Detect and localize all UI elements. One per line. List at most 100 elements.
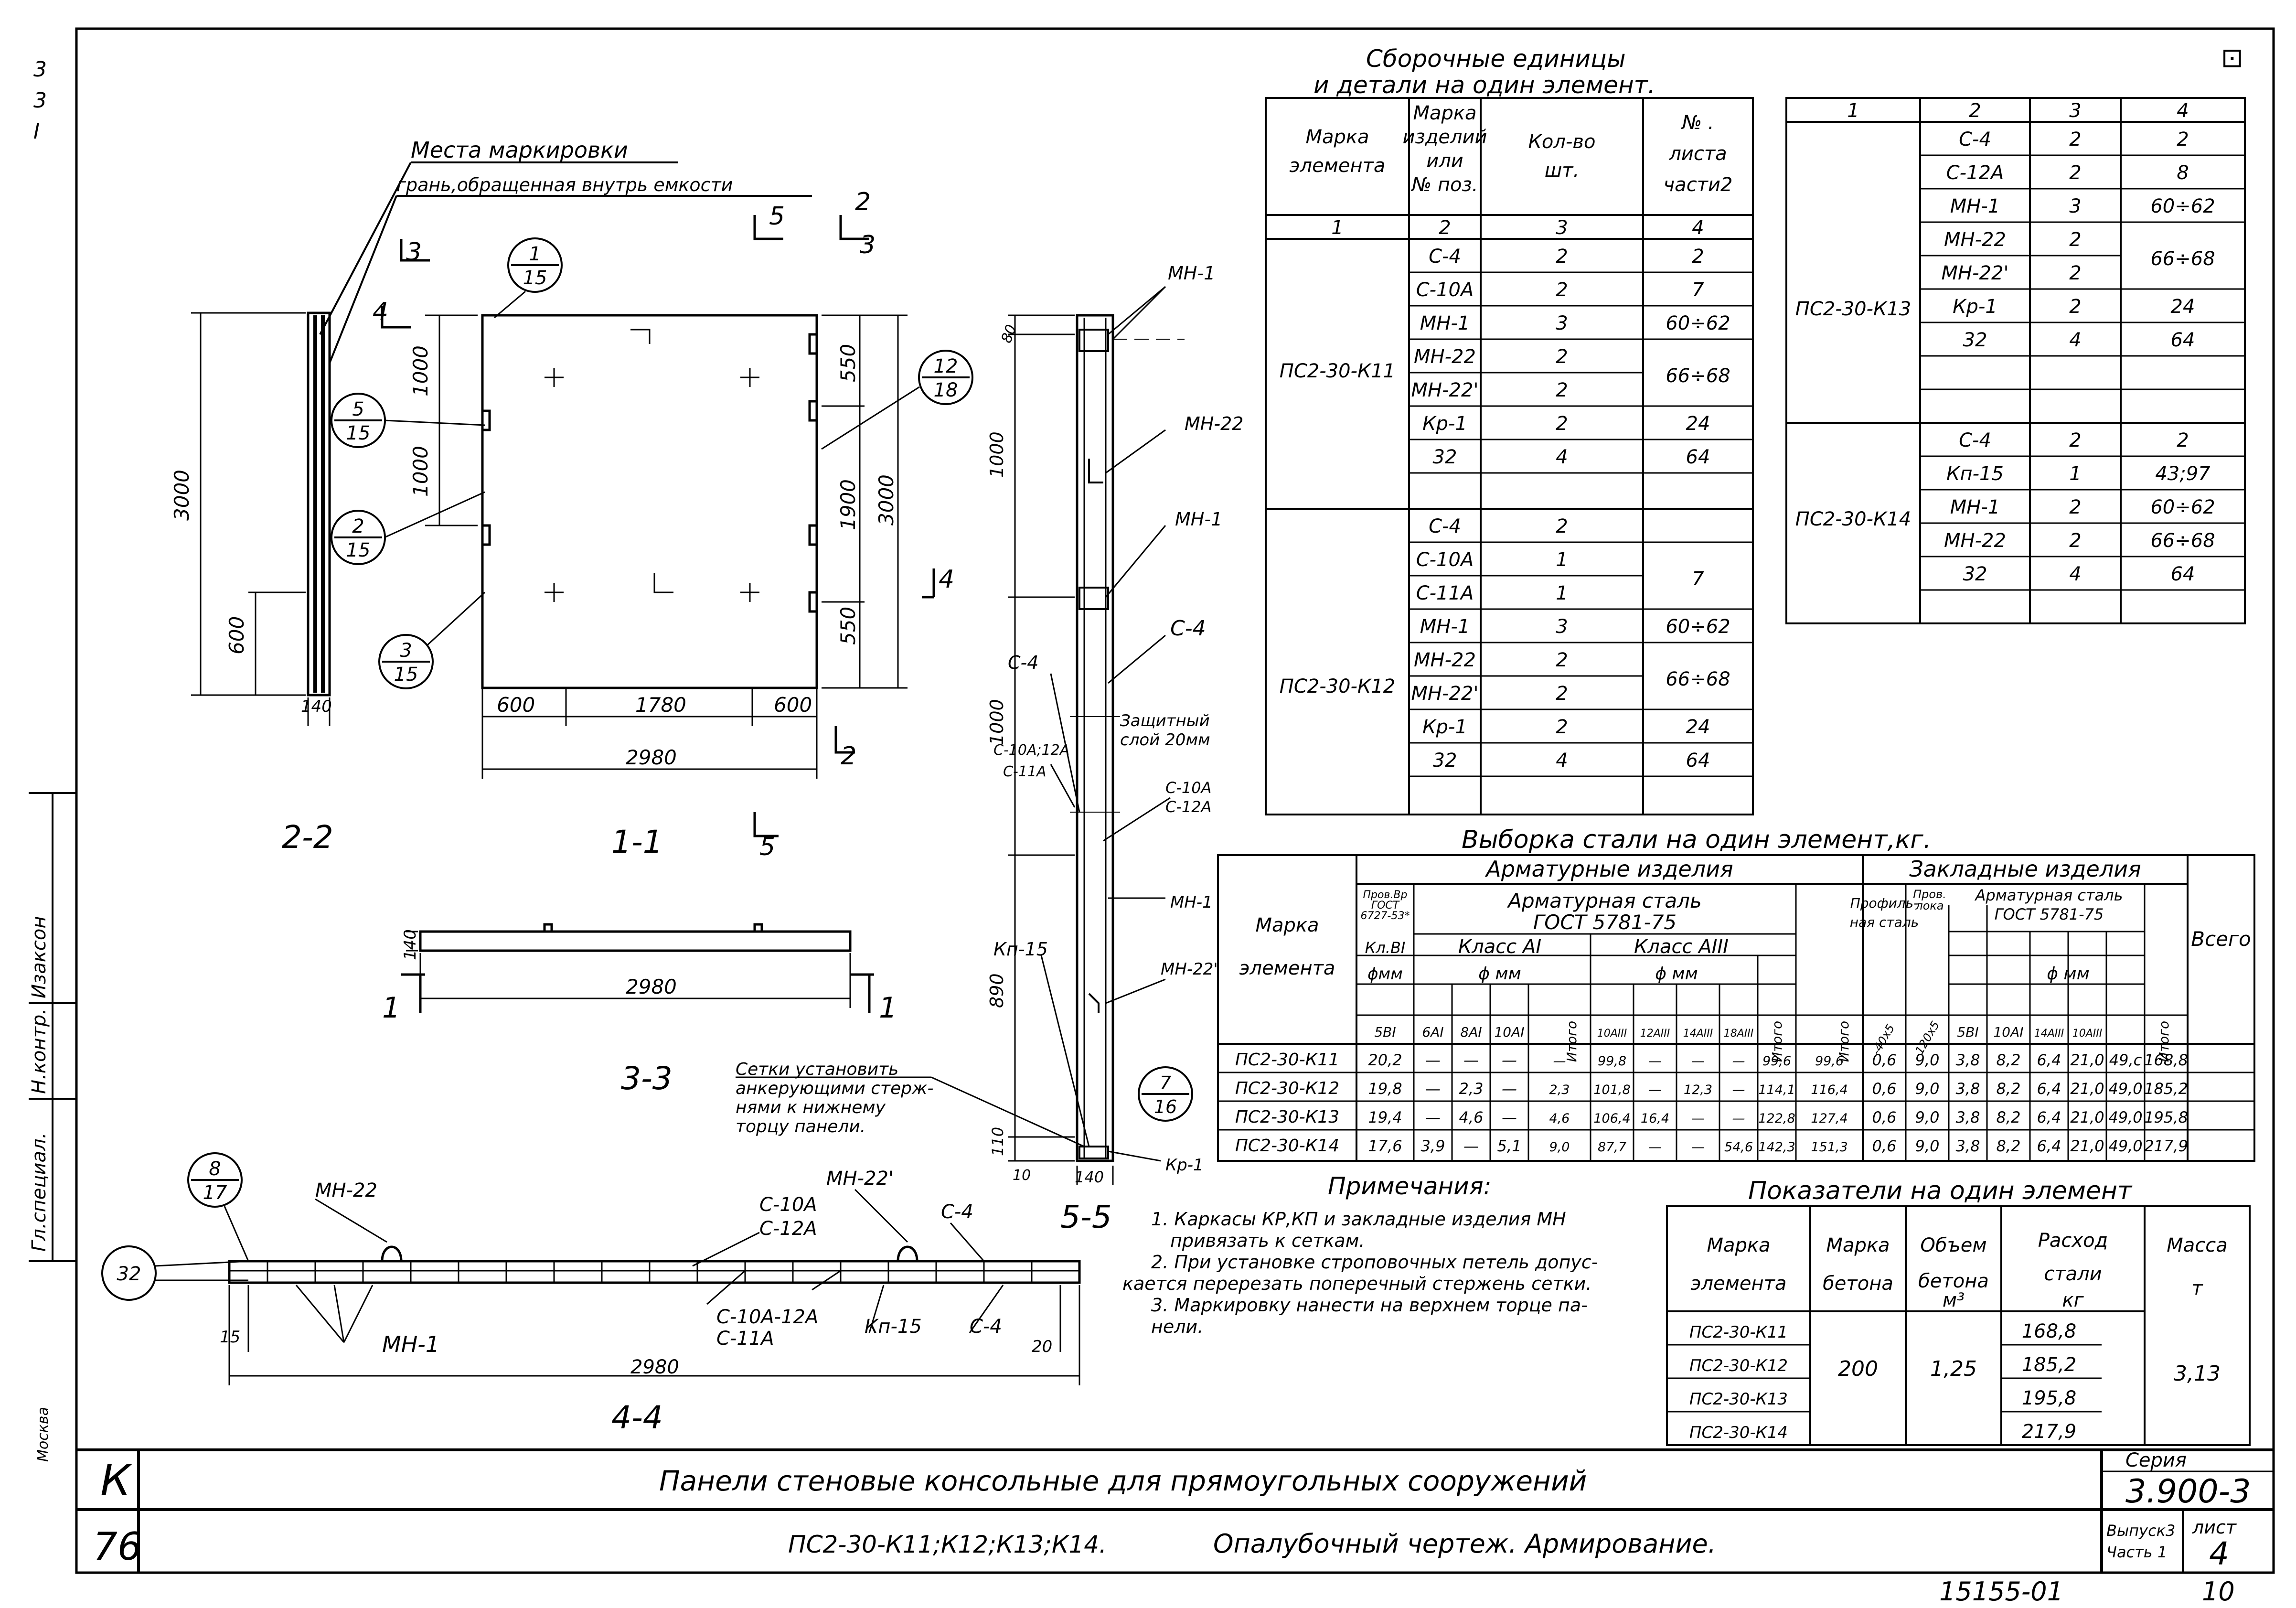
steel-h-itogo-2: Итого	[1769, 1021, 1785, 1062]
steel-cell: 5,1	[1497, 1137, 1522, 1155]
steel-cell: —	[1502, 1108, 1517, 1126]
label-4-4-s10a12a: С-10А-12А	[716, 1306, 818, 1328]
a3-r4-sheet: 66÷68	[2150, 248, 2215, 270]
steel-sub-13: 14AIII	[2034, 1028, 2064, 1040]
steel-h-armatura: Арматурные изделия	[1484, 856, 1733, 882]
a2-r1-qty: 2	[1556, 515, 1568, 537]
notes-title: Примечания:	[1328, 1172, 1492, 1200]
a4-r5-sheet: 64	[2171, 563, 2195, 585]
steel-cell: 49,с	[2109, 1051, 2142, 1069]
dim-2-2-140: 140	[301, 697, 332, 716]
assembly-table-2	[1785, 97, 2246, 624]
a3-r7-item: 32	[1963, 329, 1987, 351]
a3-r1-item: С-4	[1959, 129, 1991, 150]
label-4-4-s10a: С-10А	[759, 1194, 817, 1216]
steel-h-class-aiii: Класс АIII	[1634, 936, 1729, 958]
mesh-note-2: анкерующими стерж-	[736, 1079, 933, 1098]
steel-h-itogo-3: Итого	[1836, 1021, 1852, 1062]
steel-cell: —	[1463, 1137, 1479, 1155]
view-label-2-2: 2-2	[282, 819, 333, 856]
a3-r2-item: С-12А	[1946, 162, 2004, 184]
label-5-5-s4b: С-4	[1008, 652, 1038, 673]
ind-mark-4: ПС2-30-К14	[1689, 1423, 1788, 1442]
assembly-mark-k11: ПС2-30-К11	[1280, 360, 1396, 382]
a1-r7-item: 32	[1433, 446, 1457, 468]
a2-r5-sheet: 66÷68	[1666, 668, 1730, 690]
a2-r3-item: С-11А	[1416, 582, 1474, 604]
cut-label-3b: 3	[860, 231, 876, 259]
assembly-num-3: 3	[1556, 217, 1568, 239]
cut-label-1a: 1	[382, 991, 400, 1025]
steel-cell: 0,6	[1872, 1051, 1897, 1069]
steel-cell: 99,6	[1815, 1054, 1844, 1069]
a2-r8-qty: 4	[1556, 750, 1568, 772]
assembly-table-1	[1265, 97, 1754, 815]
a2-r7-item: Кр-1	[1422, 716, 1467, 738]
callout-2-top: 2	[352, 515, 364, 537]
label-5-5-mn1b: МН-1	[1175, 509, 1222, 530]
steel-cell: 127,4	[1811, 1111, 1847, 1126]
cut-label-5a: 5	[769, 202, 785, 231]
steel-cell: 17,6	[1368, 1137, 1402, 1155]
a2-r4-qty: 3	[1556, 616, 1568, 638]
marking-leader	[319, 161, 812, 364]
view-5-5	[1008, 286, 1185, 1185]
steel-cell: 9,0	[1915, 1108, 1940, 1126]
assembly-num-1: 1	[1331, 217, 1343, 239]
corner-stamp-icon: ⊡	[2221, 43, 2243, 74]
steel-cell: 8,2	[1997, 1051, 2021, 1069]
dim-2-2-3000: 3000	[170, 470, 193, 521]
tb-part: Часть 1	[2106, 1543, 2167, 1561]
callout-32	[101, 1245, 157, 1301]
tb-title-1: Панели стеновые консольные для прямоугол…	[659, 1465, 1587, 1497]
label-5-5-s11a: С-11А	[1003, 763, 1046, 780]
a4-r1-sheet: 2	[2177, 429, 2189, 451]
ind-steel-3: 195,8	[2022, 1387, 2077, 1409]
a4-r2-item: Кп-15	[1946, 463, 2004, 485]
steel-cell: 114,1	[1758, 1083, 1795, 1097]
callout-8-bottom: 17	[203, 1182, 227, 1204]
dim-5-5-890: 890	[986, 973, 1007, 1008]
dim-1-1-1780: 1780	[635, 693, 686, 717]
cut-label-4a: 4	[373, 298, 388, 326]
steel-sub-14: 10AIII	[2072, 1028, 2103, 1040]
tb-number: 15155-01	[1939, 1576, 2063, 1607]
steel-cell: 101,8	[1593, 1083, 1630, 1097]
a1-r5-item: МН-22'	[1411, 379, 1479, 401]
steel-cell: 9,0	[1549, 1140, 1570, 1155]
steel-cell: 8,2	[1997, 1080, 2021, 1098]
tb-issue: Выпуск3	[2106, 1522, 2175, 1540]
a1-r6-sheet: 24	[1686, 413, 1710, 435]
steel-row-mark: ПС2-30-К14	[1235, 1136, 1339, 1156]
a1-r3-item: МН-1	[1420, 312, 1470, 334]
a1-r2-item: С-10А	[1416, 279, 1474, 301]
a1-r6-qty: 2	[1556, 413, 1568, 435]
steel-cell: 21,0	[2070, 1137, 2104, 1155]
note-line-6: нели.	[1151, 1316, 1203, 1337]
steel-sub-4: 10AI	[1494, 1024, 1524, 1040]
dim-1-1-600a: 600	[497, 693, 535, 717]
a3-r7-qty: 4	[2069, 329, 2081, 351]
label-4-4-mn22: МН-22	[315, 1179, 377, 1201]
dim-4-4-2980: 2980	[630, 1356, 679, 1378]
steel-cell: 54,6	[1724, 1140, 1753, 1155]
callout-12-bottom: 18	[934, 379, 958, 401]
steel-h-klbi: Кл.BI	[1365, 939, 1406, 957]
tb-series: 3.900-3	[2125, 1473, 2251, 1511]
assembly-mark-k12: ПС2-30-К12	[1280, 675, 1396, 697]
tb-left-top: К	[100, 1456, 133, 1506]
steel-cell: 49,0	[2108, 1108, 2142, 1126]
a1-r1-sheet: 2	[1692, 246, 1704, 268]
note-line-1: 1. Каркасы КР,КП и закладные изделия МН	[1151, 1209, 1566, 1230]
a2-r5-item: МН-22	[1414, 649, 1476, 671]
label-5-5-mn1a: МН-1	[1168, 263, 1215, 284]
steel-cell: 2,3	[1549, 1083, 1570, 1097]
dim-1-1-550a: 550	[836, 344, 860, 382]
margin-mark-2: 3	[33, 88, 47, 113]
steel-h-phi: ϕмм	[1367, 965, 1403, 984]
a1-r4-qty: 2	[1556, 346, 1568, 368]
ind-volume: 1,25	[1930, 1357, 1977, 1381]
